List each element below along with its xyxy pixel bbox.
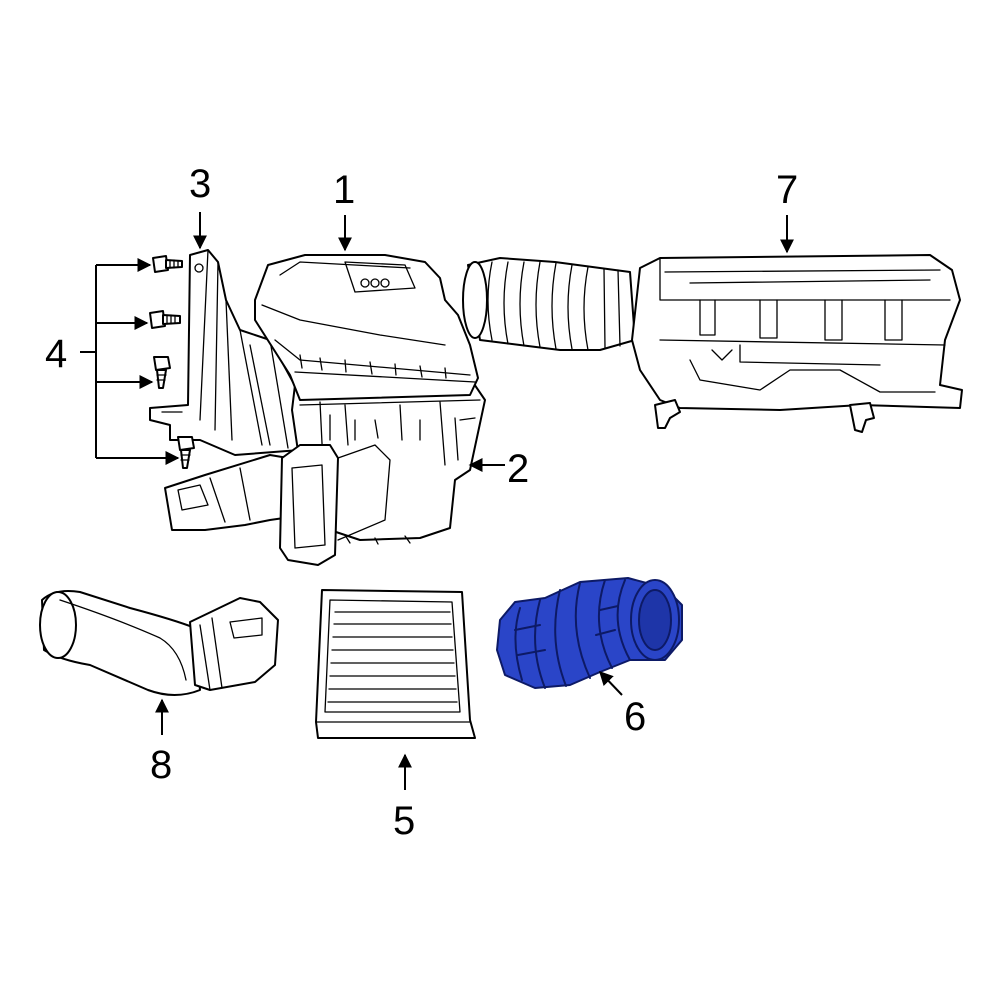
air-cleaner-housing-part[interactable] (279, 377, 486, 566)
callout-labels: 1 2 3 4 5 6 7 8 (45, 162, 798, 843)
callout-4: 4 (45, 332, 67, 376)
callout-1: 1 (333, 168, 355, 212)
callout-2: 2 (507, 447, 529, 491)
air-cleaner-cover-part[interactable] (254, 254, 479, 401)
bolt-1 (152, 255, 183, 273)
air-filter-part[interactable] (315, 589, 476, 739)
leader-arrows (80, 212, 794, 790)
callout-3: 3 (189, 162, 211, 206)
intake-hose-part-highlighted[interactable] (496, 577, 683, 689)
arrow-6 (599, 670, 623, 696)
outlet-duct-part[interactable] (39, 590, 279, 696)
bolt-2 (149, 310, 181, 329)
intake-resonator-part[interactable] (462, 254, 963, 433)
callout-6: 6 (624, 695, 646, 739)
bolt-3 (153, 356, 171, 389)
arrow-4-bracket (80, 258, 180, 465)
callout-5: 5 (393, 799, 415, 843)
callout-7: 7 (776, 168, 798, 212)
callout-8: 8 (150, 743, 172, 787)
bolt-4 (177, 436, 195, 469)
fastener-bolts-part[interactable] (149, 255, 195, 469)
